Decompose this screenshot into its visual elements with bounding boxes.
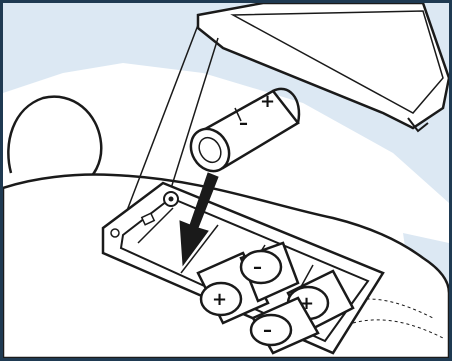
falling-battery-plus-sign: + (260, 91, 275, 112)
installed-battery-1-plus-sign: + (212, 289, 227, 310)
tray-latch (111, 229, 119, 237)
person-head (8, 97, 101, 183)
falling-battery: + – (183, 89, 299, 178)
tray-screw-center (169, 197, 174, 202)
falling-battery-minus-sign: – (239, 113, 248, 134)
installed-battery-2-minus-sign: – (253, 257, 262, 278)
installed-battery-4-minus-sign: – (263, 320, 272, 341)
battery-installation-illustration: + – + – + – (3, 3, 449, 358)
